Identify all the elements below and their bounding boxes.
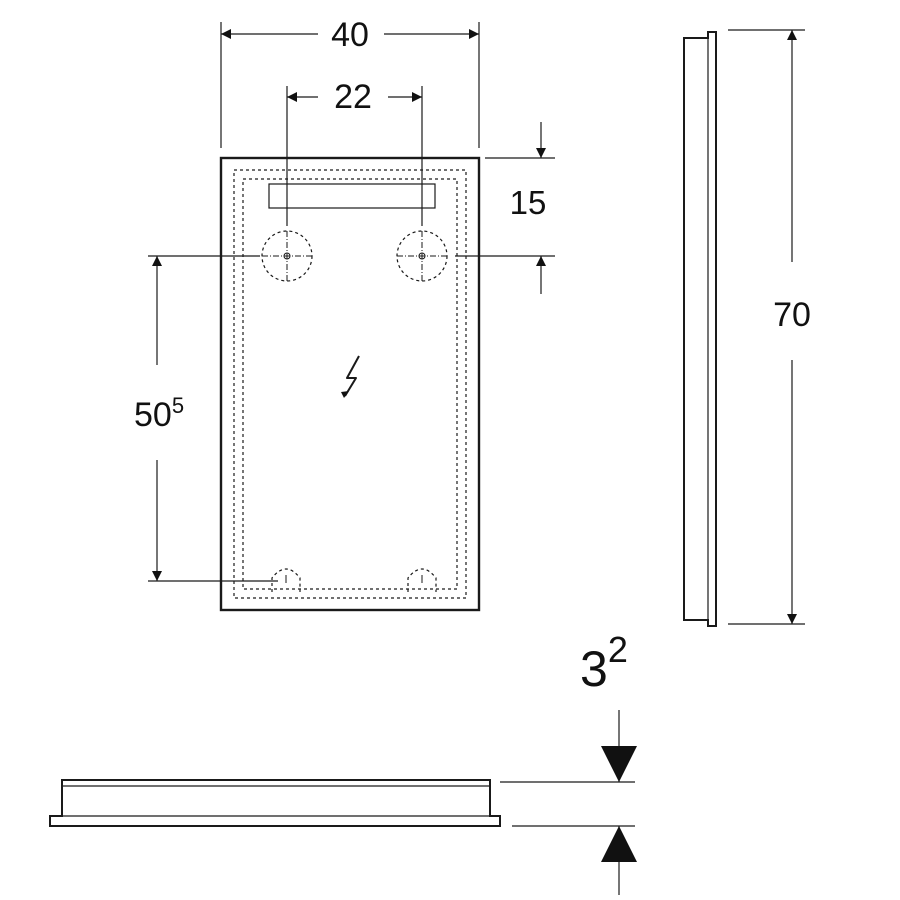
light-bar xyxy=(268,183,436,209)
side-view-outline xyxy=(683,31,717,627)
height-label: 70 xyxy=(773,296,811,334)
lightning-bolt-icon xyxy=(341,355,360,398)
side-view xyxy=(683,31,717,627)
inner-dashed-border-inner xyxy=(242,178,458,590)
height-dimension: 70 xyxy=(728,29,811,625)
bottom-bracket-right xyxy=(407,568,437,592)
mounting-hole-right xyxy=(396,230,448,282)
front-view xyxy=(219,156,481,612)
width-dimension: 40 xyxy=(220,16,480,148)
width-label: 40 xyxy=(331,16,369,54)
depth-dimension: 32 xyxy=(500,629,637,895)
front-view-outline xyxy=(219,156,481,612)
inner-dashed-border-outer xyxy=(233,169,467,599)
bottom-view-outline xyxy=(49,779,501,827)
mount-spacing-dimension: 505 xyxy=(134,255,278,582)
bottom-view xyxy=(49,779,501,827)
hole-spacing-dimension: 22 xyxy=(286,78,423,226)
depth-label: 32 xyxy=(580,629,628,697)
hole-spacing-label: 22 xyxy=(334,78,372,116)
top-offset-label: 15 xyxy=(510,184,547,221)
top-offset-dimension: 15 xyxy=(455,122,555,294)
mounting-hole-left xyxy=(261,230,313,282)
mount-spacing-label: 505 xyxy=(134,393,184,434)
bottom-bracket-left xyxy=(271,568,301,592)
